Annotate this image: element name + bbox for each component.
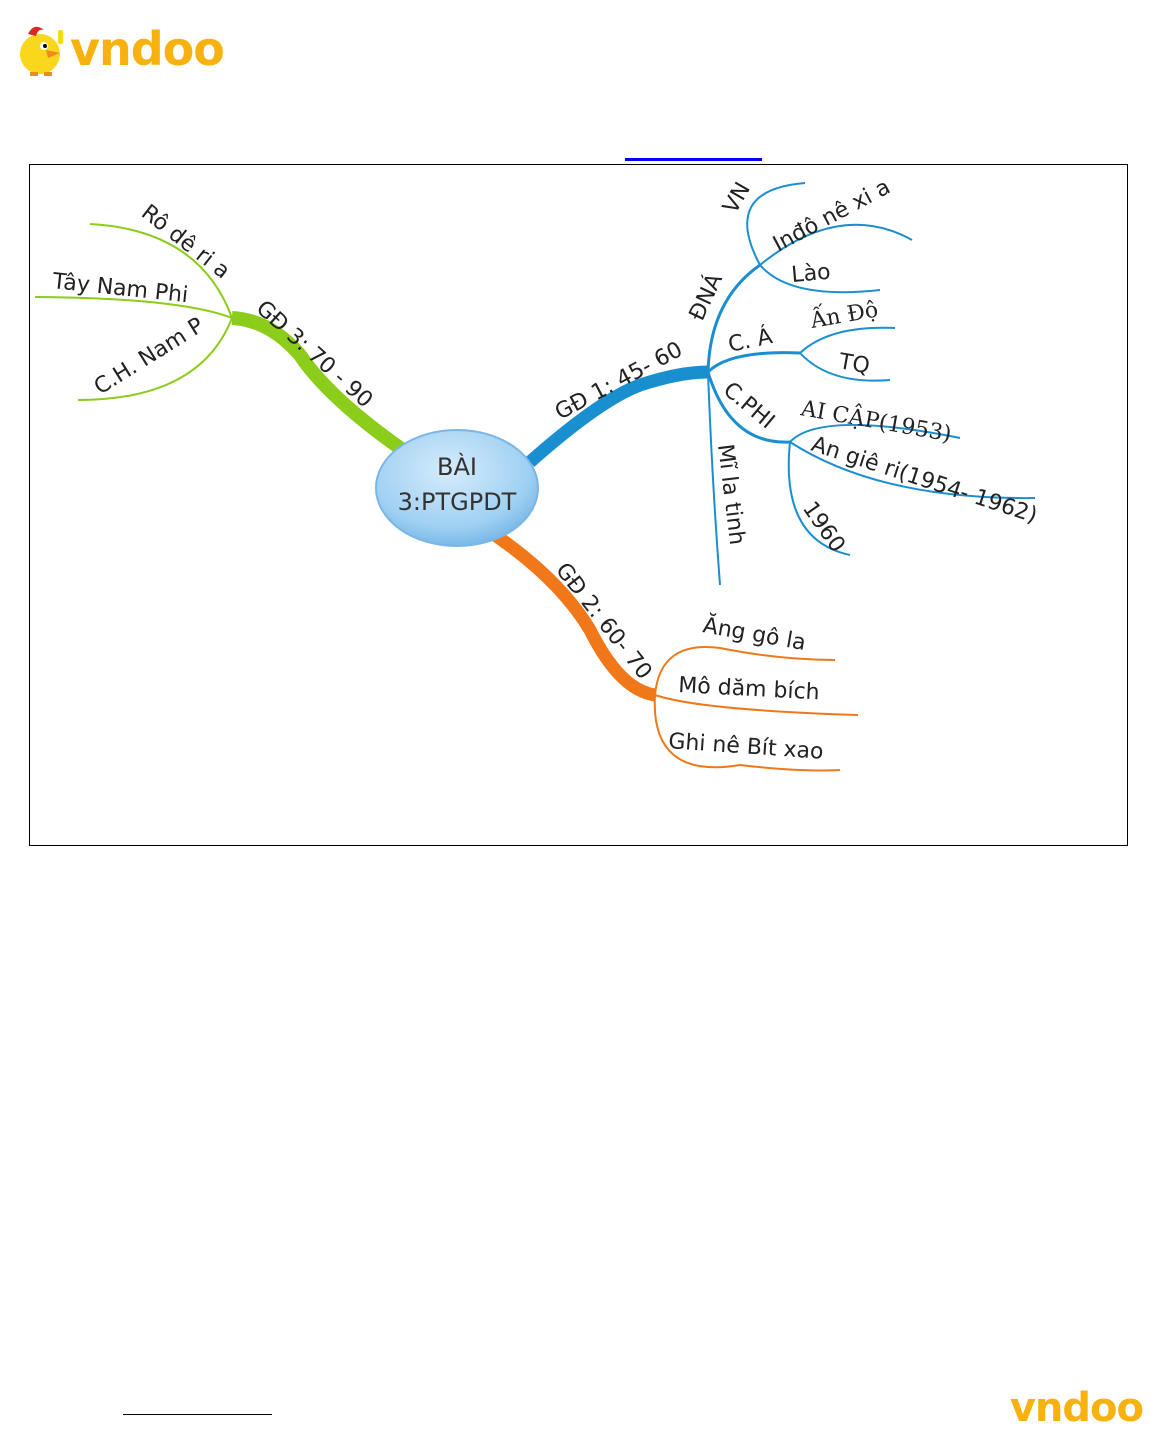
center-line-1: BÀI	[437, 452, 477, 481]
stage3-child-3: C.H. Nam P	[90, 313, 209, 400]
stage3-link-2	[34, 296, 233, 319]
logo-wordmark: vndoo	[70, 22, 225, 76]
ca-child-tq: TQ	[836, 349, 872, 379]
cphi-child-angieri: An giê ri(1954- 1962)	[808, 432, 1040, 529]
dna-child-lao: Lào	[790, 260, 831, 288]
footnote-separator	[123, 1414, 272, 1415]
cphi-label: C.PHI	[718, 377, 779, 434]
stage1-trunk	[525, 365, 709, 467]
vndoc-logo-bottom[interactable]: vndoo	[1009, 1385, 1144, 1431]
dna-child-indonesia: Inđô nê xi a	[769, 175, 895, 258]
stage2-child-1: Ăng gô la	[701, 611, 808, 656]
stage2-trunk	[491, 529, 657, 702]
stage1-branch	[525, 182, 1036, 586]
mindmap: BÀI 3:PTGPDT GĐ 3: 70 - 90 Rô dê ri a Tâ…	[34, 175, 1040, 772]
stage3-trunk	[231, 311, 414, 461]
stage3-branch	[34, 223, 414, 461]
chicken-mascot-icon	[20, 26, 63, 76]
dna-label: ĐNÁ	[684, 270, 728, 325]
stage3-link-3	[77, 317, 233, 401]
stage2-child-2: Mô dăm bích	[678, 673, 821, 705]
stage3-child-2: Tây Nam Phi	[50, 269, 189, 308]
logo-wordmark: vndoo	[1009, 1385, 1144, 1431]
stage2-child-3: Ghi nê Bít xao	[668, 729, 825, 765]
hyperlink-underline[interactable]	[625, 158, 762, 161]
center-line-2: 3:PTGPDT	[398, 488, 517, 516]
center-node[interactable]: BÀI 3:PTGPDT	[375, 429, 539, 547]
stage3-child-1: Rô dê ri a	[136, 200, 234, 284]
mindmap-frame	[29, 164, 1128, 846]
stage2-branch	[491, 529, 859, 772]
stage2-label: GĐ 2: 60- 70	[550, 558, 656, 684]
mlt-label: Mĩ la tinh	[712, 443, 749, 547]
stage3-link-1	[89, 223, 233, 319]
vndoc-logo-top[interactable]: vndoo	[14, 20, 225, 78]
dna-child-vn: VN	[719, 178, 756, 218]
stage3-label: GĐ 3: 70 - 90	[251, 296, 377, 413]
